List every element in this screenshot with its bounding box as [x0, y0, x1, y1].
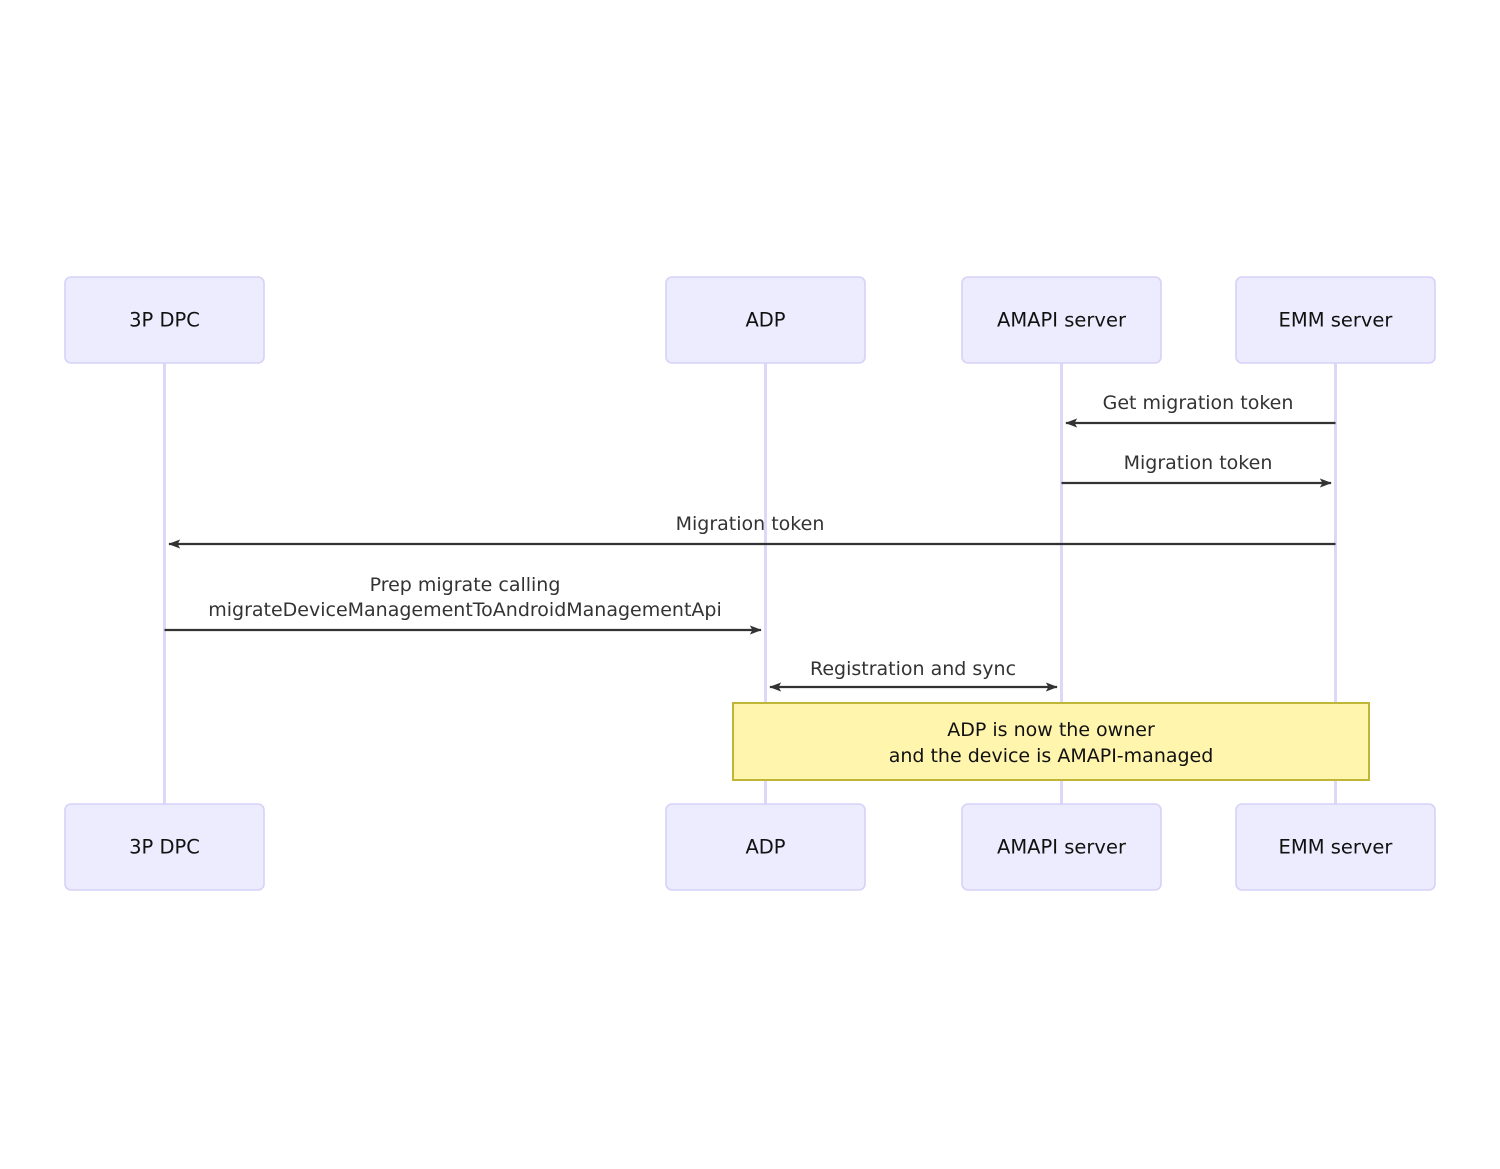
participant-amapi-top-rect[interactable]: [961, 276, 1162, 364]
participant-amapi-bottom-rect[interactable]: [961, 803, 1162, 891]
participant-adp-bottom-rect[interactable]: [665, 803, 866, 891]
participant-adp-bottom[interactable]: ADP: [665, 803, 866, 891]
participant-dpc-bottom-rect[interactable]: [64, 803, 265, 891]
participant-amapi-bottom[interactable]: AMAPI server: [961, 803, 1162, 891]
message-prep-migrate[interactable]: Prep migrate calling migrateDeviceManage…: [164, 574, 762, 635]
message-registration-and-sync[interactable]: Registration and sync: [769, 658, 1058, 692]
participant-emm-bottom-rect[interactable]: [1235, 803, 1436, 891]
message-get-migration-token[interactable]: Get migration token: [1065, 392, 1336, 428]
participant-dpc-top-rect[interactable]: [64, 276, 265, 364]
note-adp-owner-line2: and the device is AMAPI-managed: [889, 745, 1214, 767]
note-adp-owner-line1: ADP is now the owner: [947, 719, 1155, 741]
message-prep-migrate-label-line2: migrateDeviceManagementToAndroidManageme…: [208, 599, 722, 621]
message-migration-token-to-dpc-label: Migration token: [676, 513, 825, 535]
participant-emm-top-label: EMM server: [1279, 309, 1394, 332]
message-migration-token-to-dpc[interactable]: Migration token: [168, 513, 1336, 549]
note-adp-owner[interactable]: ADP is now the owner and the device is A…: [732, 702, 1370, 781]
note-adp-owner-rect[interactable]: [732, 702, 1370, 781]
participant-amapi-top[interactable]: AMAPI server: [961, 276, 1162, 364]
participant-dpc-bottom-label: 3P DPC: [129, 836, 200, 859]
participant-adp-top-label: ADP: [745, 309, 785, 332]
participant-dpc-bottom[interactable]: 3P DPC: [64, 803, 265, 891]
participant-adp-top-rect[interactable]: [665, 276, 866, 364]
message-prep-migrate-label-line1: Prep migrate calling: [370, 574, 561, 596]
message-registration-and-sync-label: Registration and sync: [810, 658, 1016, 680]
participant-dpc-top[interactable]: 3P DPC: [64, 276, 265, 364]
participant-adp-bottom-label: ADP: [745, 836, 785, 859]
participant-emm-bottom-label: EMM server: [1279, 836, 1394, 859]
participant-amapi-bottom-label: AMAPI server: [997, 836, 1127, 859]
message-get-migration-token-label: Get migration token: [1103, 392, 1294, 414]
participant-adp-top[interactable]: ADP: [665, 276, 866, 364]
participant-emm-top-rect[interactable]: [1235, 276, 1436, 364]
participant-amapi-top-label: AMAPI server: [997, 309, 1127, 332]
participant-emm-top[interactable]: EMM server: [1235, 276, 1436, 364]
message-migration-token-to-emm-label: Migration token: [1124, 452, 1273, 474]
message-migration-token-to-emm[interactable]: Migration token: [1061, 452, 1332, 488]
participant-dpc-top-label: 3P DPC: [129, 309, 200, 332]
participant-emm-bottom[interactable]: EMM server: [1235, 803, 1436, 891]
